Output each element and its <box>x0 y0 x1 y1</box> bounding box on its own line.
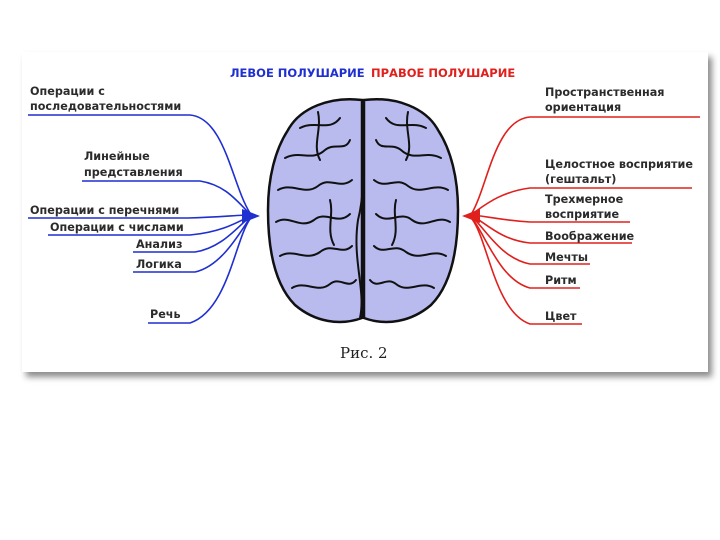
left-label-7: Речь <box>150 308 181 321</box>
right-connector-7 <box>471 218 582 325</box>
left-label-6: Логика <box>136 258 182 271</box>
left-label-3: Операции с перечнями <box>30 204 179 217</box>
figure-caption: Рис. 2 <box>340 344 388 362</box>
brain-right-hemisphere <box>362 98 460 324</box>
right-label-1-line1: Пространственная <box>545 86 664 99</box>
left-label-2-line1: Линейные <box>84 150 150 163</box>
brain-gyri <box>275 101 451 319</box>
brain-illustration <box>266 98 460 324</box>
right-label-5: Мечты <box>545 251 588 264</box>
left-hemisphere-header: ЛЕВОЕ ПОЛУШАРИЕ <box>230 66 365 80</box>
right-label-3-line1: Трехмерное <box>545 193 624 206</box>
right-labels: Пространственная ориентация Целостное во… <box>545 86 693 323</box>
left-connector-7 <box>148 218 251 324</box>
left-labels: Операции с последовательностями Линейные… <box>30 85 184 321</box>
right-arrow-tip <box>462 209 480 223</box>
right-connector-6 <box>471 217 580 289</box>
left-label-5: Анализ <box>136 238 182 251</box>
left-label-1-line1: Операции с <box>30 85 105 98</box>
left-connector-1 <box>28 114 251 214</box>
left-connector-6 <box>133 217 251 273</box>
right-label-2-line2: (гештальт) <box>545 173 616 186</box>
right-connector-1 <box>471 116 700 214</box>
right-label-7: Цвет <box>545 310 577 323</box>
left-connectors <box>28 114 251 324</box>
left-connector-2 <box>82 180 251 215</box>
left-label-2-line2: представления <box>84 166 183 179</box>
right-label-4: Воображение <box>545 230 635 243</box>
right-label-3-line2: восприятие <box>545 208 619 221</box>
right-label-1-line2: ориентация <box>545 101 621 114</box>
right-hemisphere-header: ПРАВОЕ ПОЛУШАРИЕ <box>371 66 515 80</box>
right-label-6: Ритм <box>545 274 577 287</box>
right-label-2-line1: Целостное восприятие <box>545 158 693 171</box>
left-arrow-tip <box>242 209 260 223</box>
left-label-1-line2: последовательностями <box>30 100 181 113</box>
left-label-4: Операции с числами <box>50 221 184 234</box>
brain-left-hemisphere <box>266 98 364 324</box>
